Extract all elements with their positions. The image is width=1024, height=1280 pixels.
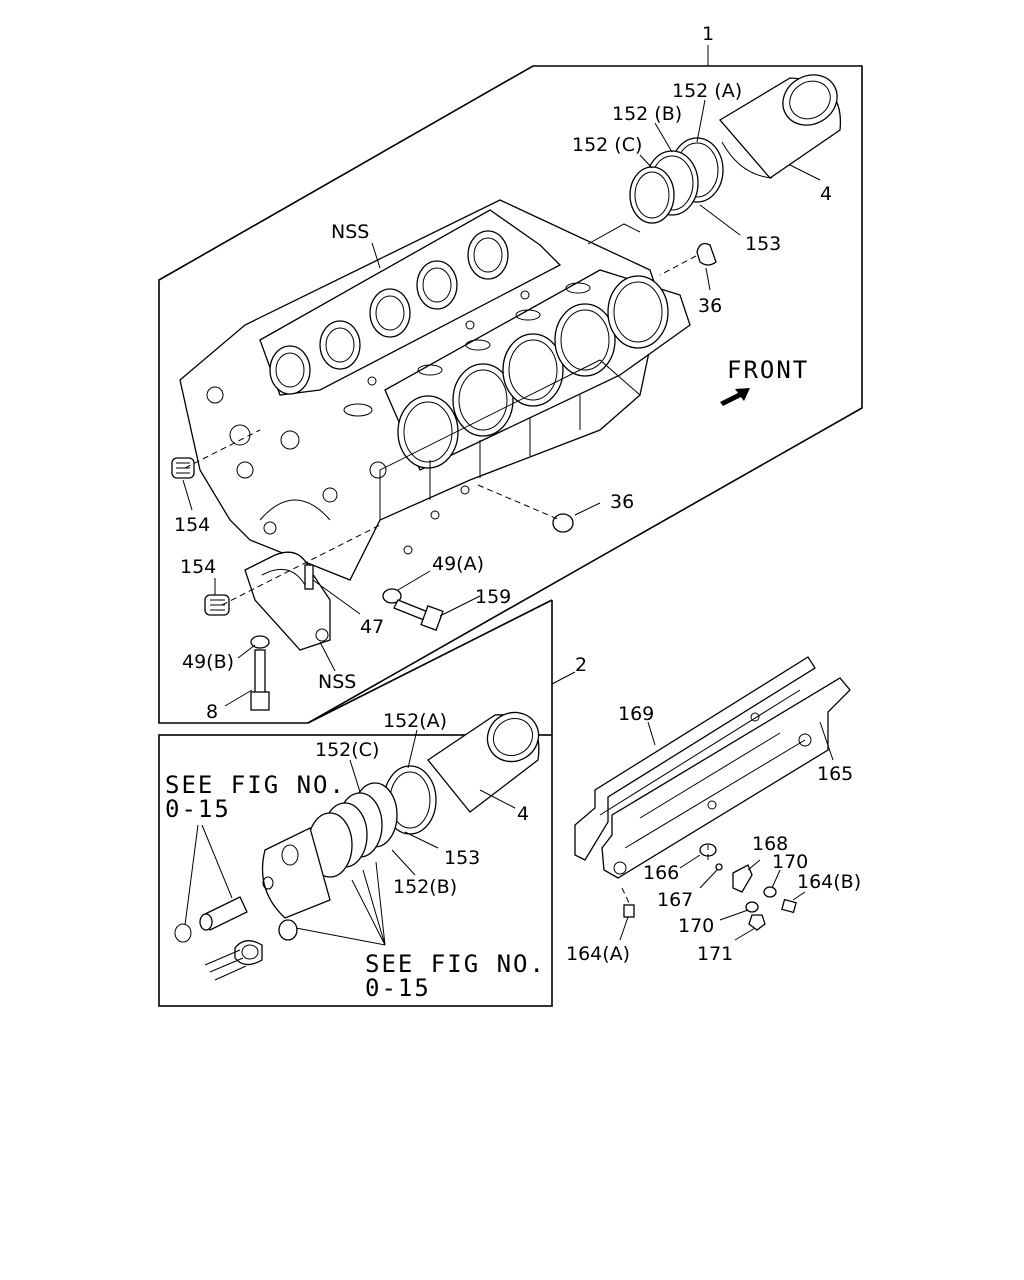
front-label: FRONT bbox=[727, 356, 809, 384]
front-arrow-icon bbox=[720, 388, 750, 406]
callout-washer-49b: 49(B) bbox=[182, 651, 234, 673]
reference-lower-line2: 0-15 bbox=[365, 974, 431, 1002]
callout-pin-47: 47 bbox=[360, 616, 384, 638]
callout-plate-165: 165 bbox=[817, 763, 853, 785]
callout-gasket-169: 169 bbox=[618, 703, 654, 725]
callout-plug-top: 36 bbox=[698, 295, 722, 317]
callout-ring-b-2: 152(B) bbox=[393, 876, 457, 898]
callout-part-166: 166 bbox=[643, 862, 679, 884]
callout-bolt-8: 8 bbox=[206, 701, 218, 723]
callout-bolt-164b: 164(B) bbox=[797, 871, 861, 893]
callout-assembly-2: 2 bbox=[575, 654, 587, 676]
callout-bolt-159: 159 bbox=[475, 586, 511, 608]
callout-plug-154-lower: 154 bbox=[180, 556, 216, 578]
reference-lower-line1: SEE FIG NO. bbox=[365, 950, 546, 978]
callout-ring-b-1: 152 (B) bbox=[612, 103, 682, 125]
callout-part-167: 167 bbox=[657, 889, 693, 911]
callout-block-nss: NSS bbox=[331, 221, 369, 243]
callout-ring-c-2: 152(C) bbox=[315, 739, 379, 761]
cylinder-block-illustration bbox=[179, 199, 691, 581]
callout-oring-1: 153 bbox=[745, 233, 781, 255]
callout-washer-170-upper: 170 bbox=[772, 851, 808, 873]
side-cover-illustration bbox=[574, 656, 851, 931]
callout-bolt-164a: 164(A) bbox=[566, 943, 630, 965]
liner-group-2-illustration bbox=[174, 711, 540, 981]
callout-liner-2: 4 bbox=[517, 803, 529, 825]
callout-nut-171: 171 bbox=[697, 943, 733, 965]
assembly-2-frame bbox=[158, 734, 553, 1007]
block-small-parts-illustration bbox=[171, 457, 574, 711]
callout-ring-c-1: 152 (C) bbox=[572, 134, 642, 156]
callout-washer-49a: 49(A) bbox=[432, 553, 484, 575]
callout-washer-170-lower: 170 bbox=[678, 915, 714, 937]
reference-upper-line2: 0-15 bbox=[165, 795, 231, 823]
callout-cap-nss: NSS bbox=[318, 671, 356, 693]
reference-upper-line1: SEE FIG NO. bbox=[165, 771, 346, 799]
leader-lines bbox=[182, 45, 834, 946]
callout-liner-1: 4 bbox=[820, 183, 832, 205]
callout-plug-154-upper: 154 bbox=[174, 514, 210, 536]
callout-plug-side: 36 bbox=[610, 491, 634, 513]
callout-ring-a-1: 152 (A) bbox=[672, 80, 742, 102]
callout-oring-2: 153 bbox=[444, 847, 480, 869]
liner-group-1-illustration bbox=[629, 74, 842, 266]
assembly-1-frame bbox=[158, 65, 863, 724]
callout-ring-a-2: 152(A) bbox=[383, 710, 447, 732]
dashed-alignment-lines bbox=[184, 255, 709, 906]
callout-bracket-168: 168 bbox=[752, 833, 788, 855]
callout-assembly-1: 1 bbox=[702, 23, 714, 45]
